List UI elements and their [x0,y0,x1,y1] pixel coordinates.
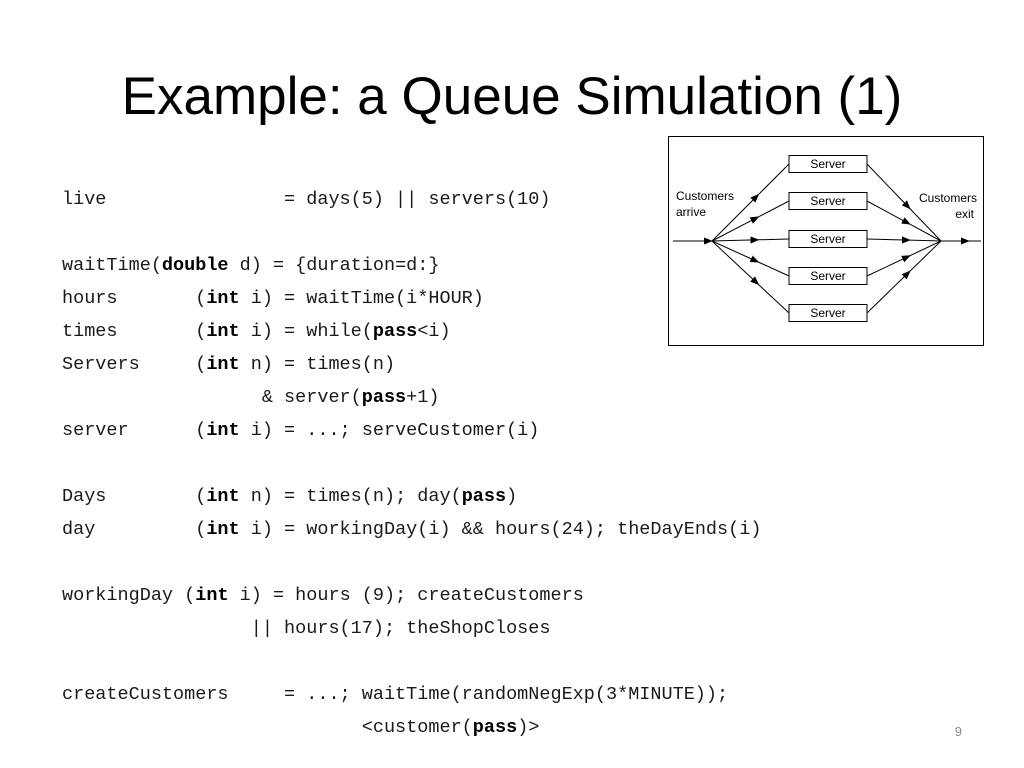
flow-arrow [909,239,942,242]
code-keyword: int [206,519,240,540]
queue-diagram-svg: Customers arrive Customers exit ServerSe… [673,155,981,322]
exit-label-line1: Customers [919,191,977,205]
flow-arrow [758,238,790,241]
code-keyword: int [195,585,229,606]
code-text: n) = times(n) [239,354,396,375]
code-line: <customer(pass)> [62,711,761,744]
code-text: i) = workingDay(i) && hours(24); theDayE… [239,519,762,540]
queue-arrows [673,163,981,314]
flow-arrow [711,240,760,286]
flow-arrow [909,208,942,242]
code-text: d) = {duration=d:} [228,255,440,276]
code-keyword: pass [472,717,518,738]
server-box [788,192,868,210]
flow-arrow [866,255,911,277]
server-box [788,267,868,285]
code-line: createCustomers = ...; waitTime(randomNe… [62,678,761,711]
code-keyword: pass [372,321,418,342]
flow-arrow [909,223,942,242]
server-label: Server [810,157,845,171]
code-text: Servers ( [62,354,207,375]
server-label: Server [810,306,845,320]
flow-arrow [711,216,760,242]
code-keyword: int [206,354,240,375]
code-text: waitTime( [62,255,162,276]
code-text: )> [517,717,540,738]
code-line [62,216,761,249]
code-text: live = days(5) || servers(10) [62,189,551,210]
flow-arrow [866,236,911,244]
code-text: +1) [406,387,440,408]
code-line: Days (int n) = times(n); day(pass) [62,480,761,513]
flow-arrow [711,193,760,242]
code-line [62,447,761,480]
server-label: Server [810,269,845,283]
code-line: day (int i) = workingDay(i) && hours(24)… [62,513,761,546]
flow-arrow [758,163,790,195]
flow-arrow [758,261,790,277]
code-text: Days ( [62,486,207,507]
code-text: || hours(17); theShopCloses [62,618,551,639]
code-text: workingDay ( [62,585,196,606]
server-box [788,230,868,248]
code-line: || hours(17); theShopCloses [62,612,761,645]
code-line: live = days(5) || servers(10) [62,183,761,216]
code-line: Servers (int n) = times(n) [62,348,761,381]
code-line: waitTime(double d) = {duration=d:} [62,249,761,282]
flow-arrow [909,240,942,272]
arrive-label-line1: Customers [676,189,734,203]
server-box [788,155,868,173]
server-box [788,304,868,322]
code-line [62,546,761,579]
code-text: n) = times(n); day( [239,486,462,507]
code-keyword: int [206,420,240,441]
code-keyword: double [161,255,229,276]
code-text: times ( [62,321,207,342]
code-keyword: pass [361,387,407,408]
flow-arrow [758,200,790,218]
flow-arrow [866,270,911,314]
code-text: hours ( [62,288,207,309]
code-text: i) = ...; serveCustomer(i) [239,420,540,441]
code-text: <i) [417,321,451,342]
code-text: & server( [62,387,362,408]
code-keyword: int [206,486,240,507]
arrive-label-line2: arrive [676,205,706,219]
code-keyword: int [206,288,240,309]
code-line: hours (int i) = waitTime(i*HOUR) [62,282,761,315]
code-block: live = days(5) || servers(10) waitTime(do… [62,183,761,744]
code-line: times (int i) = while(pass<i) [62,315,761,348]
slide-title: Example: a Queue Simulation (1) [121,67,903,126]
code-text: <customer( [62,717,473,738]
exit-label-line2: exit [955,207,974,221]
code-line: server (int i) = ...; serveCustomer(i) [62,414,761,447]
code-text: i) = waitTime(i*HOUR) [239,288,484,309]
code-text: createCustomers = ...; waitTime(randomNe… [62,684,729,705]
code-line: workingDay (int i) = hours (9); createCu… [62,579,761,612]
code-keyword: int [206,321,240,342]
flow-arrow [711,240,760,263]
server-label: Server [810,232,845,246]
code-text: ) [506,486,518,507]
code-line: & server(pass+1) [62,381,761,414]
code-keyword: pass [461,486,507,507]
flow-arrow [866,200,911,225]
code-text: i) = while( [239,321,373,342]
page-number: 9 [954,724,962,739]
code-text: i) = hours (9); createCustomers [228,585,584,606]
code-text: day ( [62,519,207,540]
code-text: server ( [62,420,207,441]
server-label: Server [810,194,845,208]
flow-arrow [758,284,790,314]
code-line [62,645,761,678]
flow-arrow [866,163,911,210]
flow-arrow [711,236,760,244]
flow-arrow [909,240,942,257]
